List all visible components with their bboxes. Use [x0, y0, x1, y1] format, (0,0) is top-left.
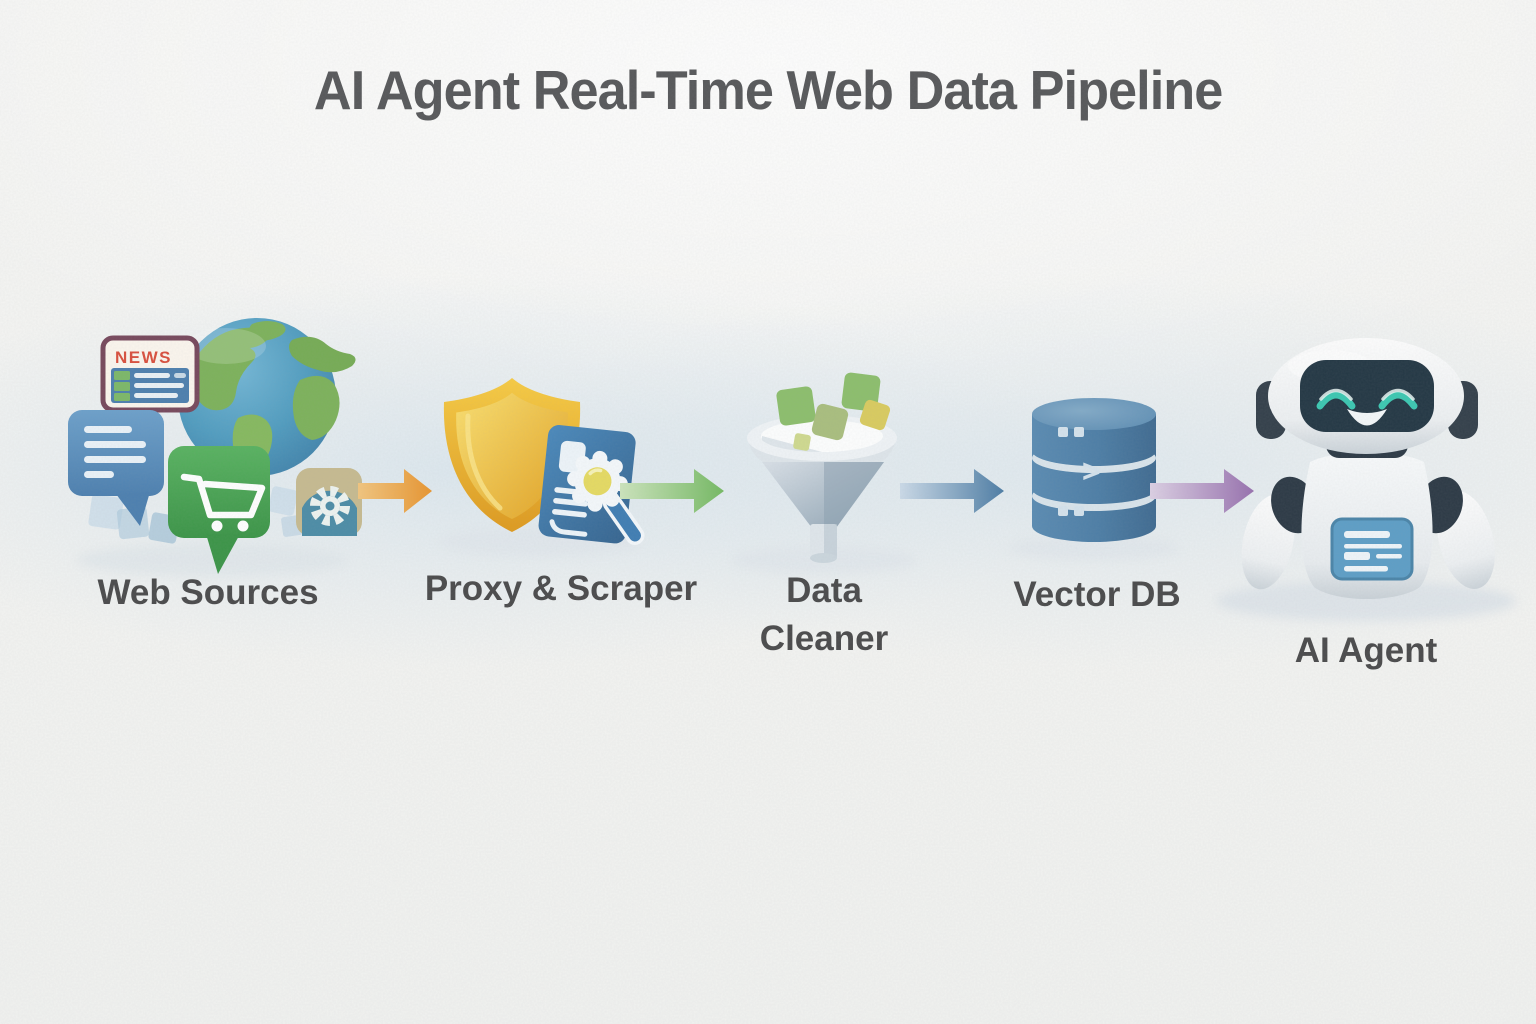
stage-label-data-cleaner: Data Cleaner — [759, 571, 889, 659]
robot-chest-panel — [1330, 517, 1414, 581]
arrow-proxy-to-cleaner — [620, 469, 724, 513]
globe-land-africa — [292, 375, 340, 440]
stage-label-vector-db: Vector DB — [1013, 575, 1181, 614]
stage-label-ai-agent: AI Agent — [1294, 631, 1438, 670]
funnel-icon — [747, 415, 897, 563]
db-chevron-glyph: > — [1082, 453, 1101, 489]
arrow-vectordb-to-agent — [1150, 469, 1254, 513]
stage-proxy-scraper — [443, 378, 645, 546]
database-cylinder-icon: > — [1032, 398, 1156, 542]
news-card-title: NEWS — [115, 348, 172, 367]
stage-data-cleaner — [747, 372, 897, 563]
stage-vector-db: > — [1032, 398, 1156, 542]
arrow-cleaner-to-vectordb — [900, 469, 1004, 513]
gear-badge-icon — [296, 468, 362, 536]
stage-label-proxy-scraper: Proxy & Scraper — [424, 569, 698, 608]
robot-icon — [1241, 338, 1495, 599]
stage-label-web-sources: Web Sources — [97, 573, 319, 612]
stage-web-sources: NEWS — [68, 318, 362, 574]
news-card-icon: NEWS — [100, 335, 200, 413]
arrow-web-sources-to-proxy — [358, 469, 432, 513]
page-title: AI Agent Real-Time Web Data Pipeline — [313, 59, 1223, 121]
